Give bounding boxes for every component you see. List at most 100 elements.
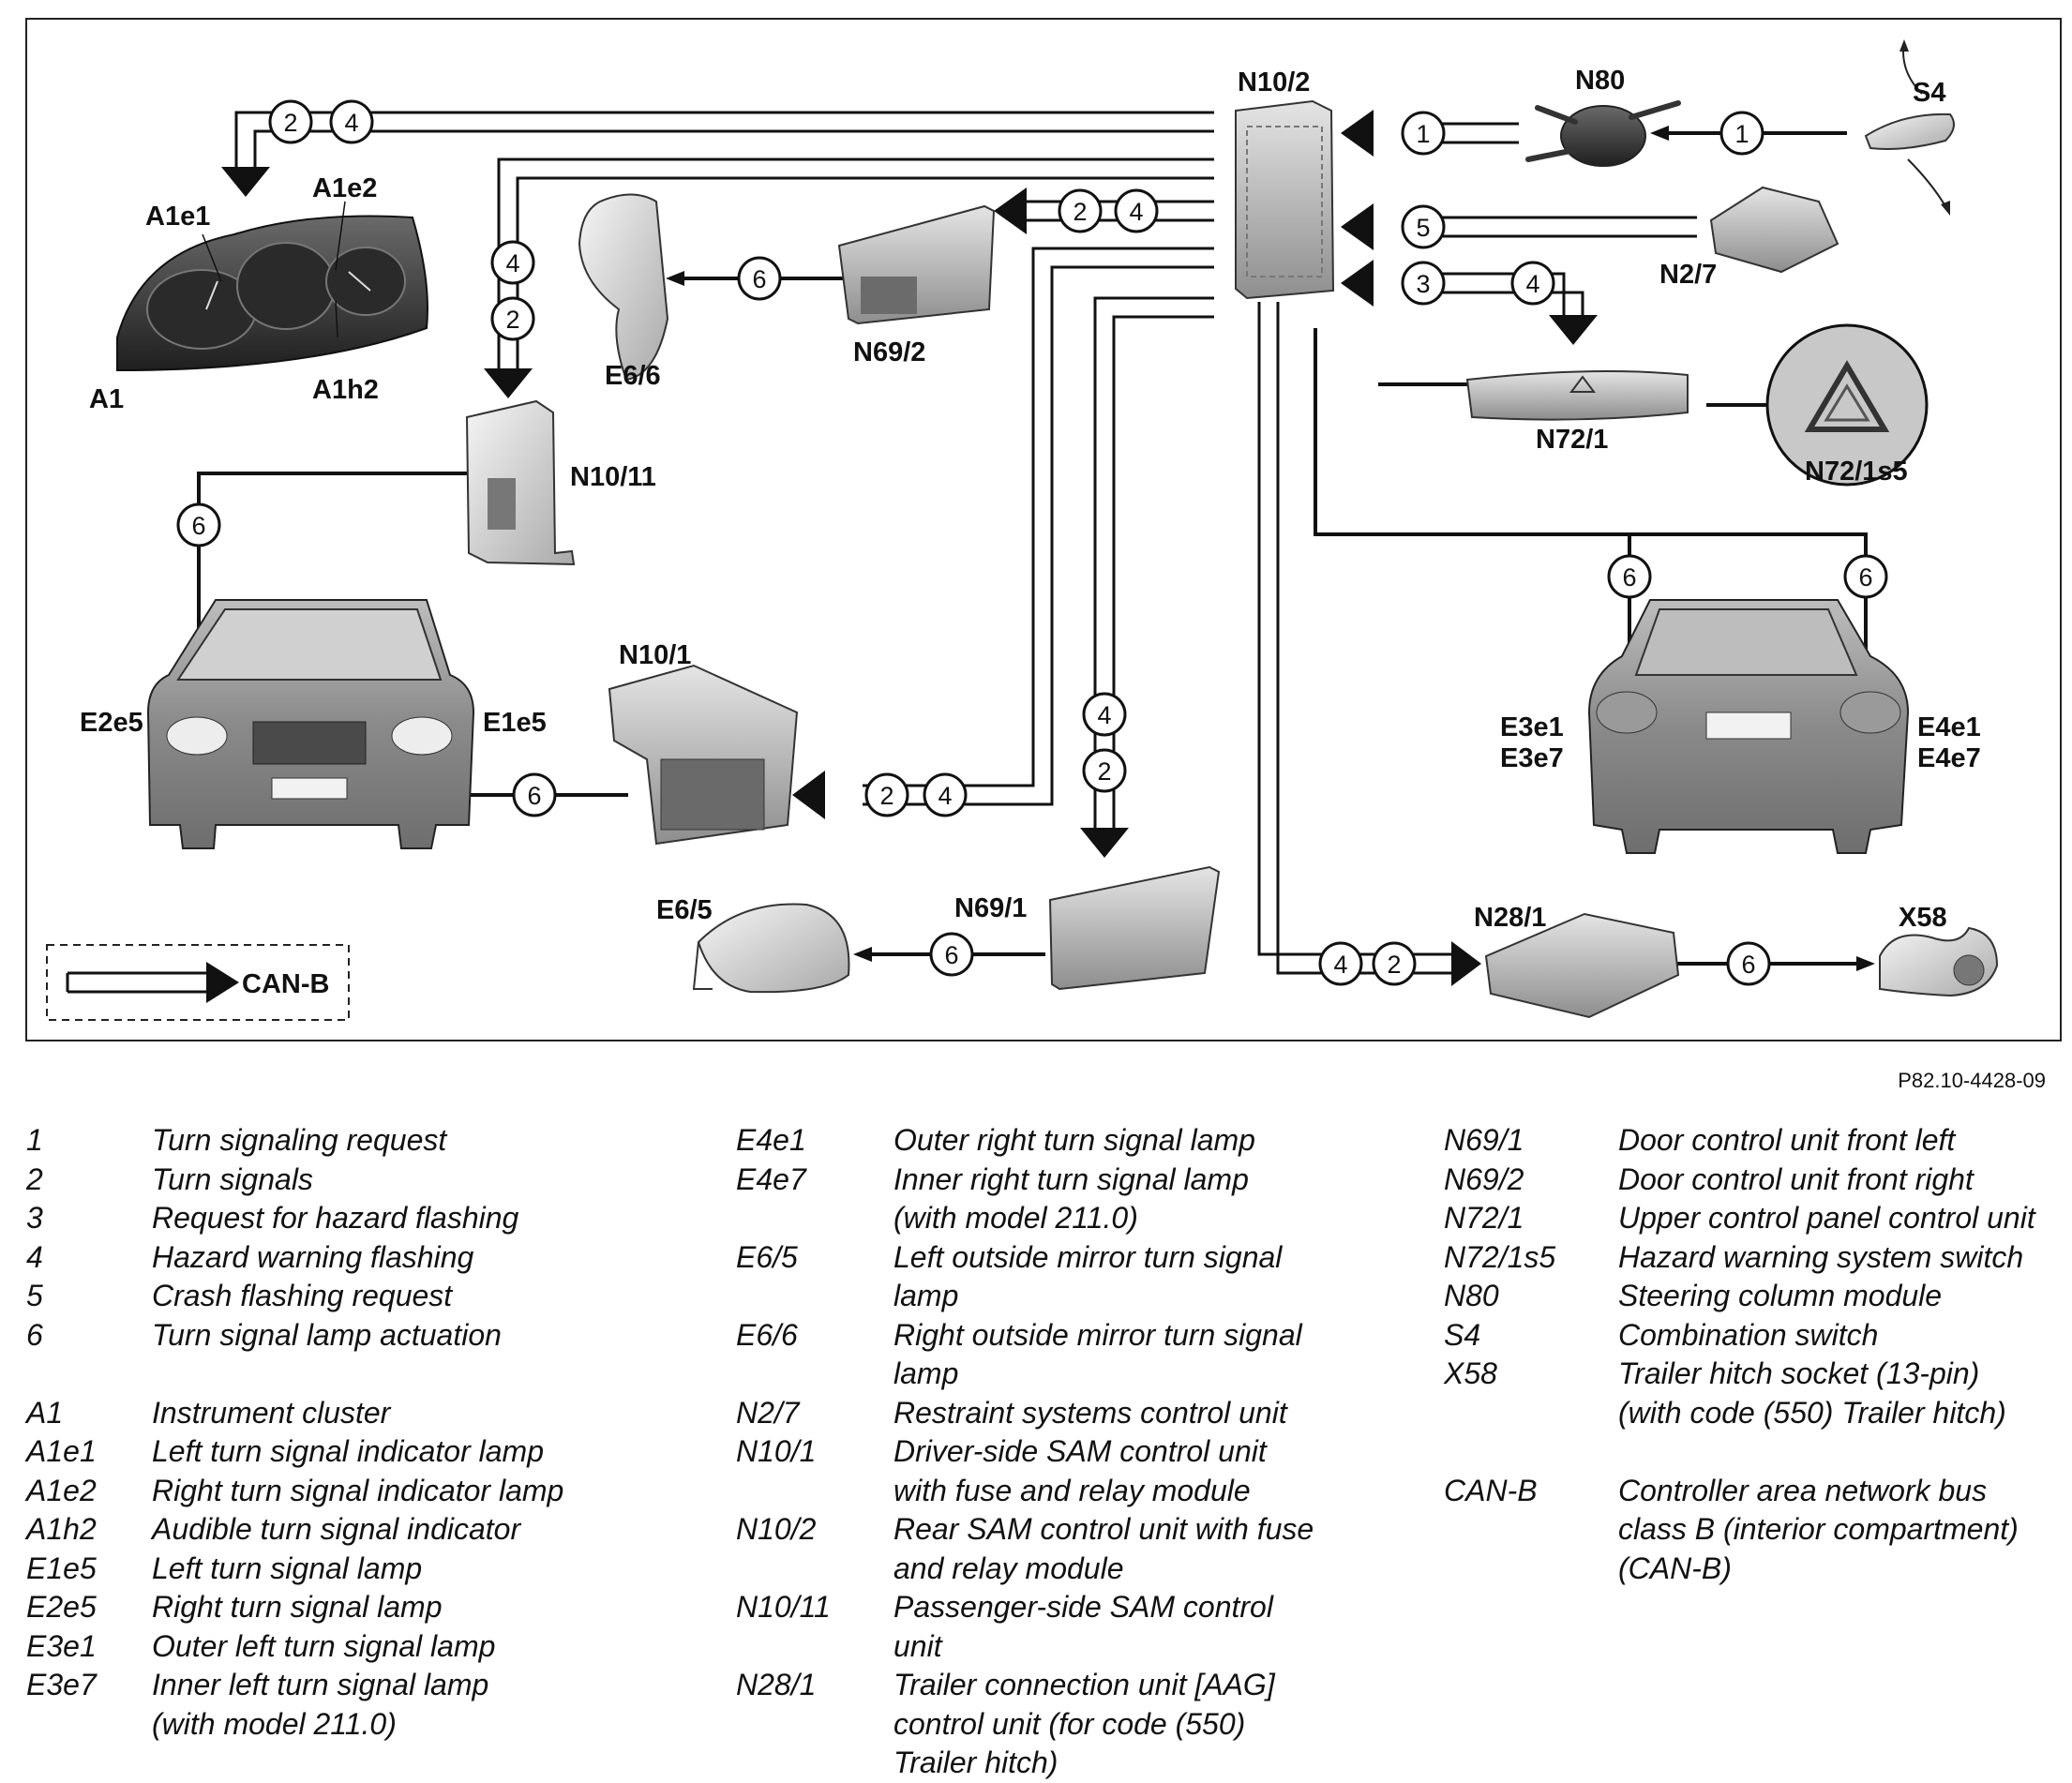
legend-key: A1h2	[26, 1512, 97, 1546]
legend-description-line: Outer left turn signal lamp	[152, 1628, 496, 1663]
legend-description: Door control unit front right	[1618, 1161, 2063, 1200]
signal-badge: 6	[176, 502, 221, 547]
signal-badge: 2	[1372, 941, 1417, 986]
n72-1-panel-illustration	[1465, 370, 1689, 421]
front-car-illustration	[146, 598, 475, 849]
legend-description: Instrument cluster	[152, 1394, 701, 1433]
legend-row: A1h2 Audible turn signal indicator	[26, 1510, 701, 1550]
label-e6-5: E6/5	[656, 895, 713, 925]
label-e4e7: E4e7	[1917, 743, 1981, 773]
signal-badge: 4	[1510, 261, 1555, 306]
legend-key: X58	[1444, 1356, 1497, 1390]
signal-badge-circle	[1607, 554, 1652, 599]
label-n69-2: N69/2	[853, 337, 925, 367]
legend-description-line: (CAN-B)	[1618, 1551, 1732, 1585]
legend-description-line: Steering column module	[1618, 1279, 1943, 1312]
label-n80: N80	[1575, 66, 1625, 96]
signal-badge-number: 2	[505, 306, 519, 334]
legend-key: 6	[26, 1317, 43, 1352]
legend-description-line: Audible turn signal indicator	[152, 1512, 521, 1546]
legend-description-line: Trailer hitch)	[893, 1746, 1059, 1779]
signal-badge-number: 2	[1387, 951, 1401, 979]
signal-badge: 4	[923, 772, 968, 817]
signal-badge-number: 4	[1525, 270, 1539, 298]
signal-badge: 1	[1401, 111, 1446, 156]
legend-description-line: unit	[893, 1628, 942, 1663]
signal-badge-circle	[1058, 188, 1103, 233]
n28-1-illustration	[1484, 912, 1680, 1019]
legend-key: N80	[1444, 1279, 1499, 1312]
legend-description-line: Upper control panel control unit	[1618, 1201, 2035, 1235]
legend-key: 5	[26, 1279, 43, 1312]
legend-description-line: with fuse and relay module	[893, 1473, 1251, 1507]
legend-description: Steering column module	[1618, 1277, 2063, 1316]
signal-badge-circle	[923, 772, 968, 817]
signal-badge: 2	[490, 296, 535, 341]
signal-badge-circle	[929, 932, 974, 977]
signal-badge-circle	[1401, 111, 1446, 156]
signal-badge-number: 2	[1097, 757, 1111, 786]
label-e1e5: E1e5	[483, 708, 547, 738]
label-n10-2: N10/2	[1238, 67, 1310, 97]
legend-key: 1	[26, 1123, 43, 1157]
figure-reference: P82.10-4428-09	[1898, 1069, 2046, 1092]
component-labels: A1 A1e1 A1e2 A1h2 E6/6 N69/2 N10/2 N80 S…	[80, 66, 1981, 933]
signal-badge: 1	[1719, 111, 1764, 156]
signal-badge-circle	[1372, 941, 1417, 986]
legend-key: A1e2	[26, 1473, 97, 1507]
legend-description-line: Trailer connection unit [AAG]	[893, 1668, 1275, 1701]
signal-badge-circle	[329, 99, 374, 144]
signal-badge: 4	[490, 240, 535, 285]
legend-description-line: Instrument cluster	[152, 1395, 391, 1430]
instrument-cluster-illustration	[116, 215, 428, 372]
legend-description-line: Turn signaling request	[152, 1123, 447, 1157]
legend-spacer	[1444, 1432, 2063, 1472]
legend-description-line: Right outside mirror turn signal	[893, 1317, 1302, 1352]
legend-description: Audible turn signal indicator	[152, 1510, 701, 1550]
signal-badge-number: 4	[1333, 951, 1347, 979]
legend-description-line: lamp	[893, 1279, 959, 1312]
signal-badge-circle	[1401, 261, 1446, 306]
legend-key: CAN-B	[1444, 1473, 1538, 1507]
label-n72-1: N72/1	[1536, 425, 1608, 455]
n80-illustration	[1525, 100, 1681, 167]
label-s4: S4	[1913, 78, 1945, 108]
signal-badge: 4	[1114, 188, 1159, 233]
legend-key: N10/11	[736, 1590, 831, 1624]
legend-description: Hazard warning system switch	[1618, 1238, 2063, 1278]
signal-badge-number: 6	[527, 782, 541, 810]
legend-key: E1e5	[26, 1551, 97, 1585]
signal-badge: 6	[1843, 554, 1888, 599]
signal-badge-number: 3	[1416, 270, 1430, 298]
legend-description-line: class B (interior compartment)	[1618, 1512, 2019, 1546]
signal-badge: 2	[268, 99, 313, 144]
n2-7-illustration	[1709, 186, 1839, 274]
signal-badge-circle	[268, 99, 313, 144]
legend-description: Right turn signal indicator lamp	[152, 1472, 701, 1511]
label-x58: X58	[1899, 903, 1947, 933]
signal-badge-number: 1	[1734, 120, 1749, 148]
legend-key: N69/2	[1444, 1161, 1524, 1196]
signal-badge: 4	[329, 99, 374, 144]
signal-badge-circle	[864, 772, 909, 817]
legend-description: Turn signal lamp actuation	[152, 1316, 701, 1356]
legend-description: Trailer hitch socket (13-pin)(with code …	[1618, 1355, 2063, 1432]
signal-badge-circle	[737, 256, 782, 301]
n69-1-illustration	[1048, 865, 1221, 991]
legend-description: Hazard warning flashing	[152, 1238, 701, 1278]
